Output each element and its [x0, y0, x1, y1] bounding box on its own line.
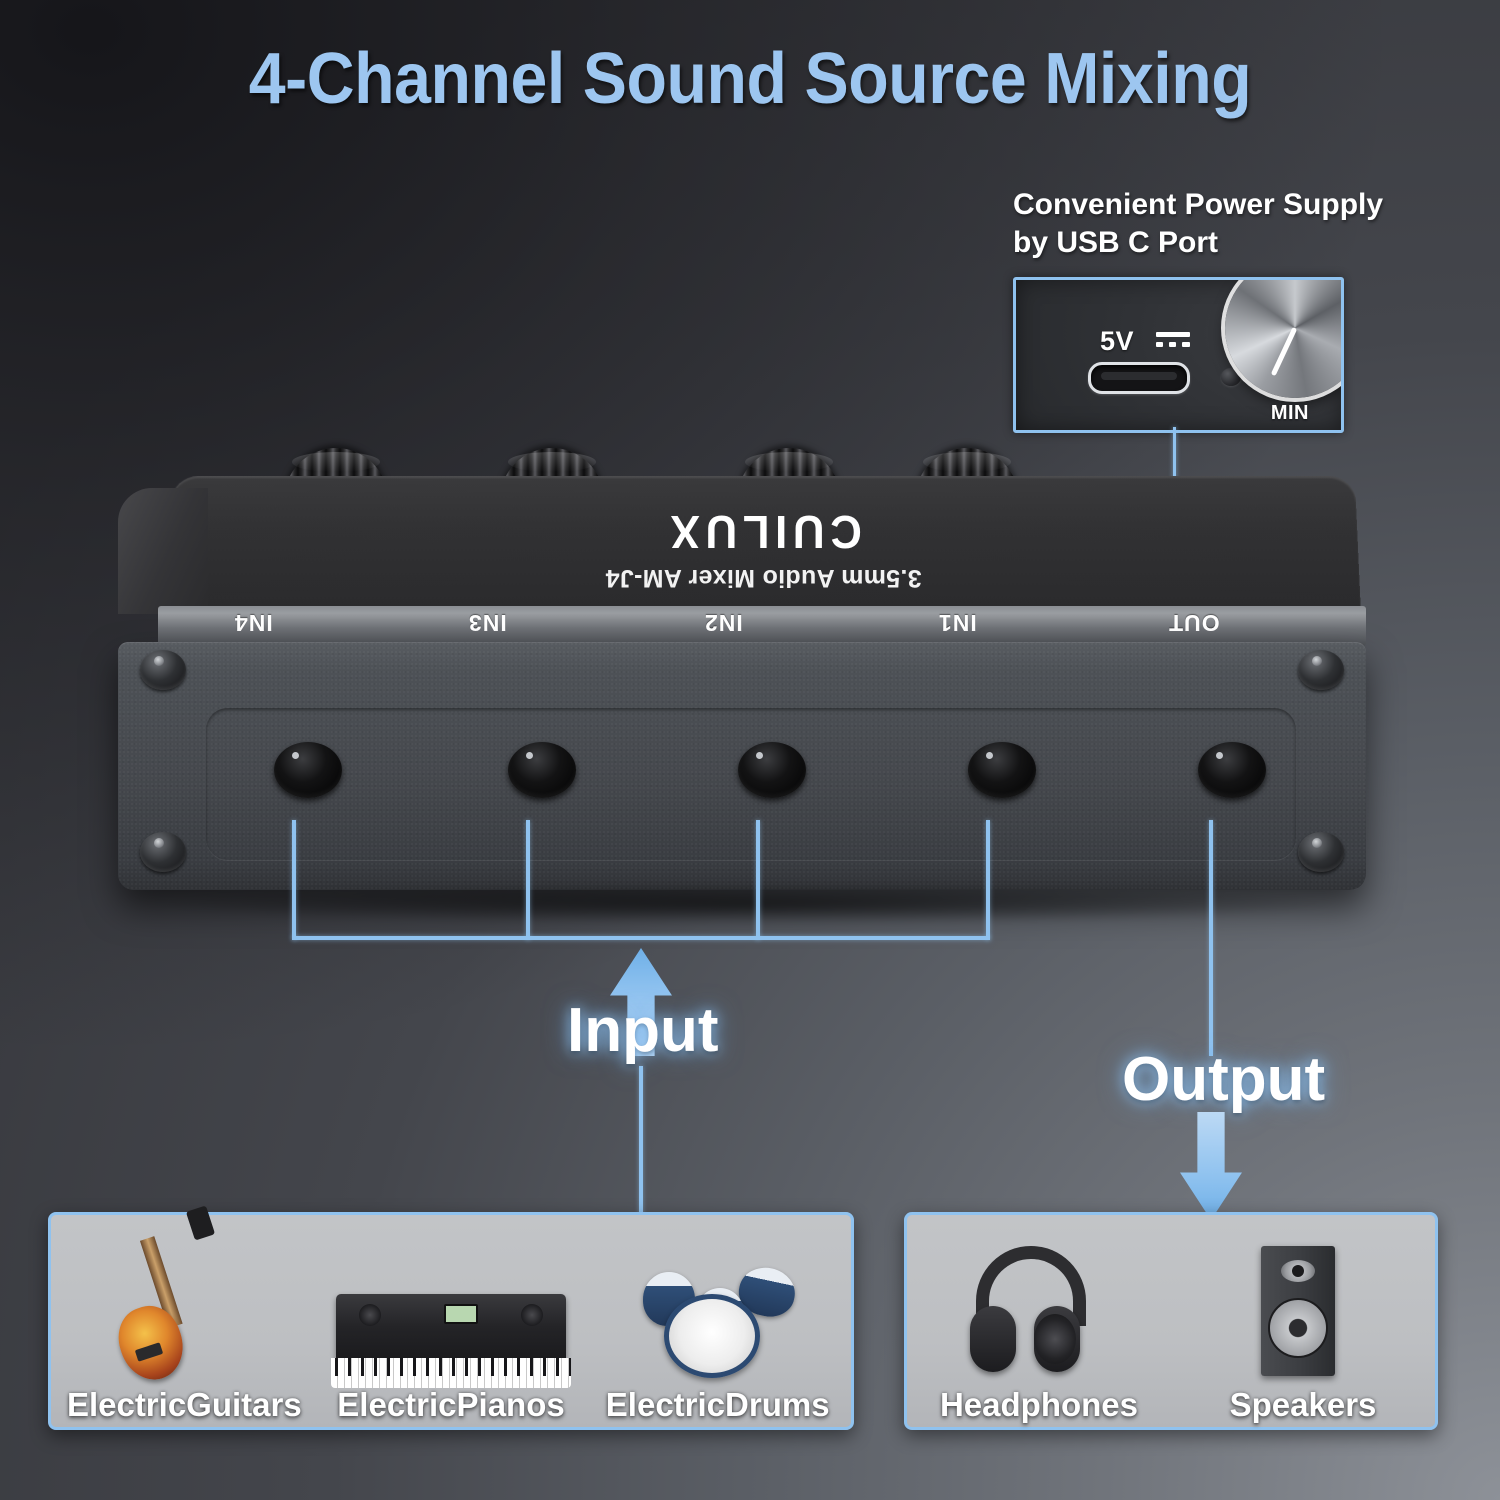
line-jack-in1 [986, 820, 990, 940]
input-source-item-drums: ElectricDrums [584, 1215, 851, 1427]
port-label-row: IN4 IN3 IN2 IN1 OUT [158, 606, 1366, 646]
usb-c-port-icon [1088, 362, 1190, 394]
output-device-label-headphones: Headphones [939, 1386, 1139, 1423]
output-device-label-speakers: Speakers [1229, 1386, 1377, 1423]
face-screw-top-right-icon [1298, 650, 1344, 690]
input-source-item-piano: ElectricPianos [318, 1215, 585, 1427]
line-jack-in4 [292, 820, 296, 940]
port-label-in1: IN1 [938, 610, 977, 636]
port-label-in2: IN2 [704, 610, 743, 636]
port-label-in3: IN3 [468, 610, 507, 636]
device-branding: 3.5mm Audio Mixer AM-J4 CUILUX [166, 484, 1361, 614]
device-left-chamfer [118, 488, 208, 614]
power-detail-callout-box: 5V MIN [1013, 277, 1344, 433]
port-label-in4: IN4 [234, 610, 273, 636]
input-sources-box: ElectricGuitars ElectricPianos ElectricD… [48, 1205, 854, 1430]
jack-in2 [738, 742, 806, 798]
input-label: Input [567, 996, 719, 1065]
output-devices-box: Headphones Speakers [904, 1212, 1438, 1430]
power-caption-line-2: by USB C Port [1013, 226, 1219, 260]
electric-drums-image-icon [584, 1215, 851, 1388]
voltage-label: 5V [1100, 326, 1135, 356]
device-label-bezel [158, 606, 1366, 646]
jack-out [1198, 742, 1266, 798]
output-arrow-icon [1180, 1112, 1242, 1220]
power-callout-caption: Convenient Power Supply by USB C Port [1013, 186, 1433, 263]
line-jack-out [1209, 820, 1213, 1056]
face-screw-bottom-left-icon [140, 832, 186, 872]
device-brand-text: CUILUX [665, 506, 862, 559]
line-jack-in3 [526, 820, 530, 940]
dc-power-symbol-icon [1156, 332, 1190, 354]
jack-in4 [274, 742, 342, 798]
port-label-out: OUT [1168, 610, 1220, 636]
face-screw-top-left-icon [140, 650, 186, 690]
power-caption-line-1: Convenient Power Supply [1013, 188, 1384, 221]
jack-in3 [508, 742, 576, 798]
headphones-image-icon [907, 1215, 1171, 1388]
output-device-item-speakers: Speakers [1171, 1215, 1435, 1427]
volume-knob-icon [1225, 280, 1341, 398]
line-input-bus [292, 936, 990, 940]
face-screw-bottom-right-icon [1298, 832, 1344, 872]
speaker-image-icon [1171, 1215, 1435, 1388]
page-title: 4-Channel Sound Source Mixing [248, 39, 1252, 119]
input-source-label-guitar: ElectricGuitars [66, 1386, 302, 1423]
output-label: Output [1122, 1045, 1326, 1114]
electric-guitar-image-icon [51, 1205, 318, 1388]
device-front-face [118, 642, 1366, 890]
chassis-screw-icon [1221, 368, 1241, 386]
input-source-label-piano: ElectricPianos [337, 1386, 565, 1423]
input-source-item-guitar: ElectricGuitars [51, 1205, 318, 1427]
callout-connector-line [1173, 427, 1176, 482]
electric-piano-image-icon [318, 1215, 585, 1388]
device-shadow [150, 884, 1350, 924]
line-input-to-sources [639, 1066, 643, 1216]
output-device-item-headphones: Headphones [907, 1215, 1171, 1427]
device-model-text: 3.5mm Audio Mixer AM-J4 [605, 564, 922, 593]
knob-min-label: MIN [1270, 402, 1309, 424]
audio-mixer-device: 3.5mm Audio Mixer AM-J4 CUILUX IN4 IN3 I… [118, 474, 1366, 904]
jack-in1 [968, 742, 1036, 798]
line-jack-in2 [756, 820, 760, 940]
input-source-label-drums: ElectricDrums [605, 1386, 830, 1423]
